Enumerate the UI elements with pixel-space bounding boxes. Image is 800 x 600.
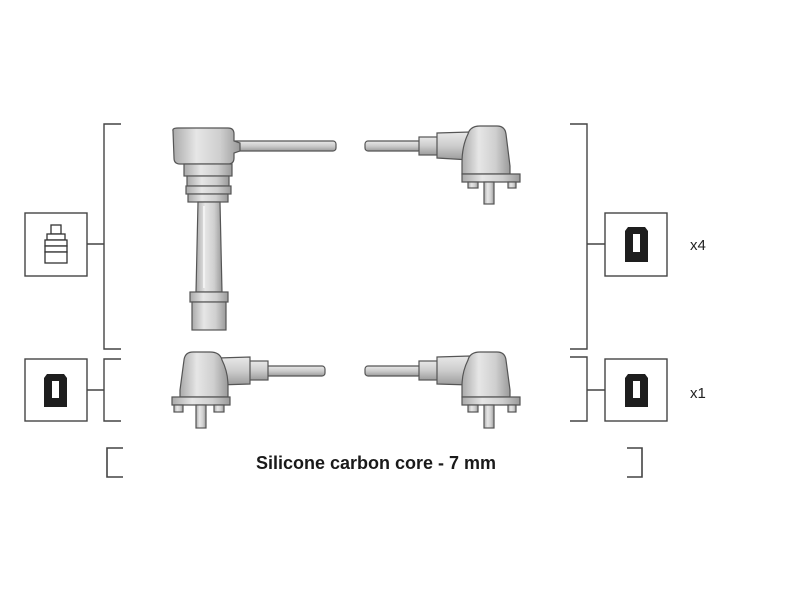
coil-connector-vertical <box>172 127 337 331</box>
plug-boot-bottom-right <box>364 351 521 429</box>
material-caption: Silicone carbon core - 7 mm <box>256 453 496 473</box>
right-bracket-group-2 <box>570 356 605 422</box>
left-bracket-group-2 <box>87 358 121 422</box>
plug-boot-top-right <box>364 125 521 205</box>
plug-terminal-icon <box>24 212 88 277</box>
quantity-label-group-2: x1 <box>690 385 706 402</box>
coil-boot-bottom-left <box>171 351 326 429</box>
left-bracket-group-1 <box>87 123 121 350</box>
quantity-label-group-1: x4 <box>690 237 706 254</box>
right-bracket-group-1 <box>570 123 605 350</box>
caption-bracket-right <box>627 447 643 478</box>
caption-bracket-left <box>106 447 123 478</box>
boot-terminal-icon <box>24 358 88 422</box>
boot-terminal-icon <box>604 212 668 277</box>
boot-terminal-icon <box>604 358 668 422</box>
